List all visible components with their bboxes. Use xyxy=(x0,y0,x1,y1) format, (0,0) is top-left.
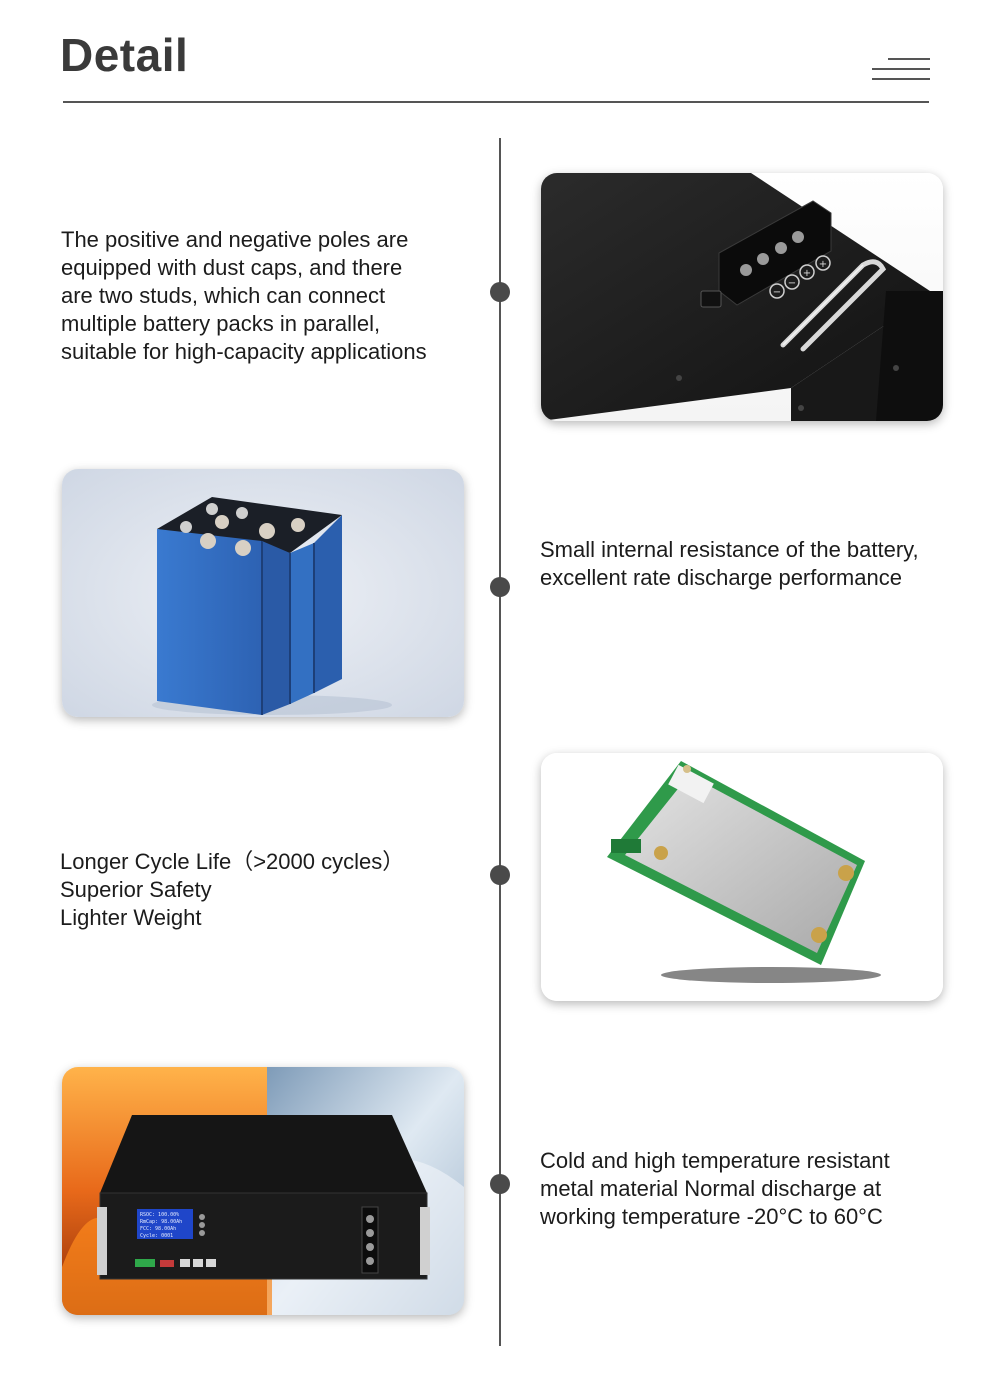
text-line: suitable for high-capacity applications xyxy=(61,339,427,364)
timeline-line xyxy=(499,138,501,1346)
text-line: excellent rate discharge performance xyxy=(540,565,902,590)
timeline-dot xyxy=(490,865,510,885)
lcd-line: Cycle: 0001 xyxy=(140,1233,173,1239)
terminal-symbol: − xyxy=(788,278,796,289)
battery-cells-image xyxy=(62,469,464,717)
feature-text-terminals: The positive and negative poles are equi… xyxy=(61,226,427,366)
text-line: Longer Cycle Life（>2000 cycles） xyxy=(60,849,405,874)
terminal-symbol: + xyxy=(819,259,827,270)
header-divider xyxy=(63,101,929,103)
page-title: Detail xyxy=(60,29,189,81)
text-line: working temperature -20°C to 60°C xyxy=(540,1204,883,1229)
text-line: are two studs, which can connect xyxy=(61,283,386,308)
bms-board-image xyxy=(541,753,943,1001)
text-line: Cold and high temperature resistant xyxy=(540,1148,890,1173)
lcd-line: RmCap: 98.00Ah xyxy=(140,1219,182,1225)
text-line: Superior Safety xyxy=(60,877,212,902)
text-line: The positive and negative poles are xyxy=(61,227,409,252)
timeline-dot xyxy=(490,577,510,597)
text-line: multiple battery packs in parallel, xyxy=(61,311,381,336)
text-line: Lighter Weight xyxy=(60,905,202,930)
feature-text-resistance: Small internal resistance of the battery… xyxy=(540,536,919,592)
terminal-symbol: − xyxy=(773,287,781,298)
text-line: equipped with dust caps, and there xyxy=(61,255,403,280)
text-line: metal material Normal discharge at xyxy=(540,1176,882,1201)
lcd-line: FCC: 98.00Ah xyxy=(140,1226,176,1232)
feature-text-cycle-life: Longer Cycle Life（>2000 cycles） Superior… xyxy=(60,848,404,932)
text-line: Small internal resistance of the battery… xyxy=(540,537,919,562)
rack-battery-fire-ice-image: RSOC: 100.00% RmCap: 98.00Ah FCC: 98.00A… xyxy=(62,1067,464,1315)
lcd-line: RSOC: 100.00% xyxy=(140,1212,179,1218)
timeline-dot xyxy=(490,282,510,302)
battery-terminal-image: − − + + xyxy=(541,173,943,421)
feature-text-temperature: Cold and high temperature resistant meta… xyxy=(540,1147,890,1231)
menu-icon[interactable] xyxy=(872,56,930,82)
terminal-symbol: + xyxy=(803,268,811,279)
timeline-dot xyxy=(490,1174,510,1194)
